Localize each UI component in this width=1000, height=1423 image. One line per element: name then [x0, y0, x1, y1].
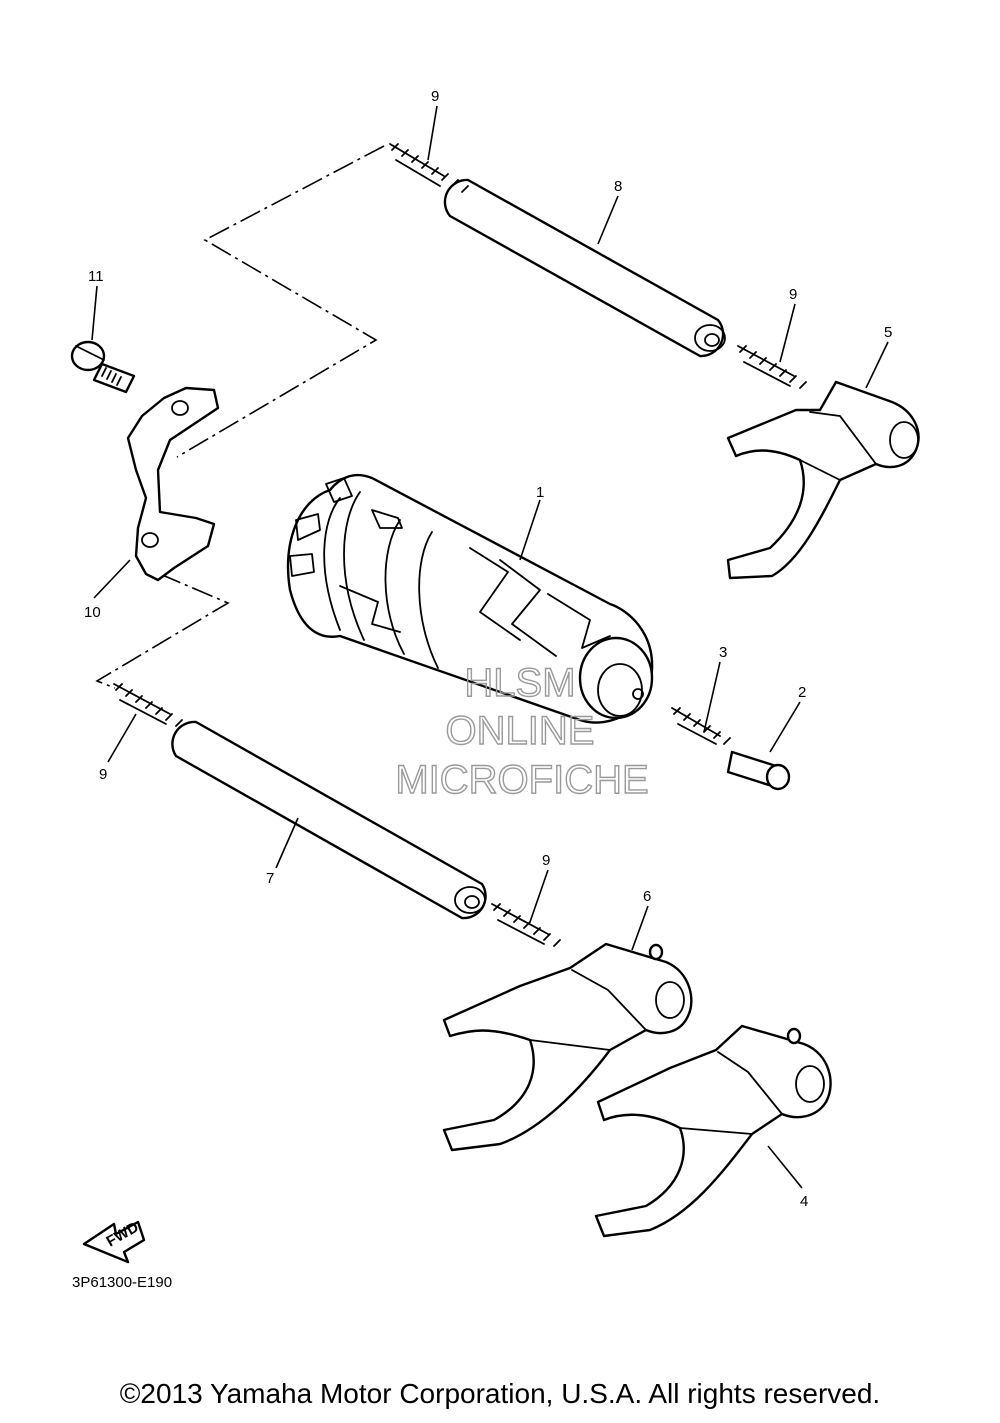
- callout-9-upper-right: 9: [789, 286, 797, 303]
- callout-5: 5: [884, 324, 892, 341]
- spring-drum-end: [671, 707, 731, 745]
- watermark: HLSM ONLINE MICROFICHE: [395, 660, 650, 802]
- shift-fork-lower-right: [594, 1024, 832, 1238]
- diagram-code: 3P61300-E190: [72, 1274, 172, 1291]
- leader-lines: [91, 105, 889, 1189]
- shift-fork-upper-right: [726, 380, 920, 580]
- callout-4: 4: [800, 1193, 808, 1210]
- watermark-line-3: MICROFICHE: [395, 758, 648, 802]
- stopper-plate: [126, 386, 220, 582]
- spring-upper-left: [389, 143, 469, 193]
- spring-lower-middle: [491, 903, 561, 947]
- callout-9-lower-middle: 9: [542, 852, 550, 869]
- callout-11: 11: [88, 268, 104, 285]
- watermark-line-2: ONLINE: [446, 709, 595, 753]
- assembly-lines: [95, 145, 385, 689]
- spring-upper-right: [737, 345, 807, 389]
- callout-6: 6: [643, 888, 651, 905]
- screw: [70, 340, 136, 394]
- spring-lower-left: [113, 683, 183, 727]
- callout-labels: 9 8 9 5 11 1 3 2 10 9 7 9 6 4: [84, 88, 892, 1210]
- shift-drum: [286, 473, 654, 724]
- callout-1: 1: [536, 484, 544, 501]
- callout-8: 8: [614, 178, 622, 195]
- shift-fork-lower-middle: [442, 942, 693, 1152]
- callout-10: 10: [84, 604, 101, 621]
- callout-9-top: 9: [431, 88, 439, 105]
- callout-7: 7: [266, 870, 274, 887]
- copyright-notice: ©2013 Yamaha Motor Corporation, U.S.A. A…: [119, 1378, 881, 1409]
- shift-fork-shaft-lower: [171, 720, 487, 920]
- fwd-arrow-icon: FWD: [82, 1219, 146, 1264]
- watermark-line-1: HLSM: [464, 661, 575, 705]
- pin: [726, 750, 791, 791]
- callout-3: 3: [719, 644, 727, 661]
- callout-9-lower-left: 9: [99, 766, 107, 783]
- callout-2: 2: [798, 684, 806, 701]
- shift-fork-shaft-upper: [443, 178, 726, 358]
